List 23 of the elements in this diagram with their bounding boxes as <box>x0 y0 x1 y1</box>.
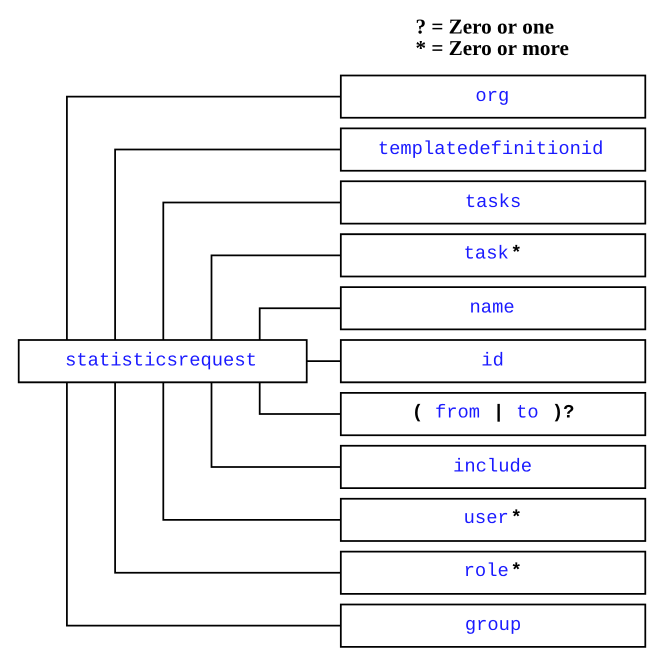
connector <box>210 382 341 468</box>
node-box: role* <box>340 550 646 595</box>
node-box: org <box>340 74 646 119</box>
node-box: include <box>340 444 646 489</box>
node-box: group <box>340 604 646 648</box>
node-box: id <box>340 339 646 384</box>
connector <box>210 254 341 340</box>
node-box: ( from | to )? <box>340 392 646 436</box>
connector <box>162 382 341 521</box>
connector <box>307 360 341 362</box>
connector <box>162 202 341 340</box>
connector <box>258 307 341 340</box>
connector <box>114 382 340 574</box>
node-box: templatedefinitionid <box>340 128 646 172</box>
node-box: tasks <box>340 180 646 224</box>
node-box: statisticsrequest <box>18 339 308 384</box>
connector <box>114 148 340 340</box>
connector <box>258 382 341 415</box>
connector <box>66 96 341 340</box>
node-box: user* <box>340 498 646 542</box>
node-box: task* <box>340 233 646 278</box>
node-box: name <box>340 286 646 330</box>
connector <box>66 382 341 627</box>
